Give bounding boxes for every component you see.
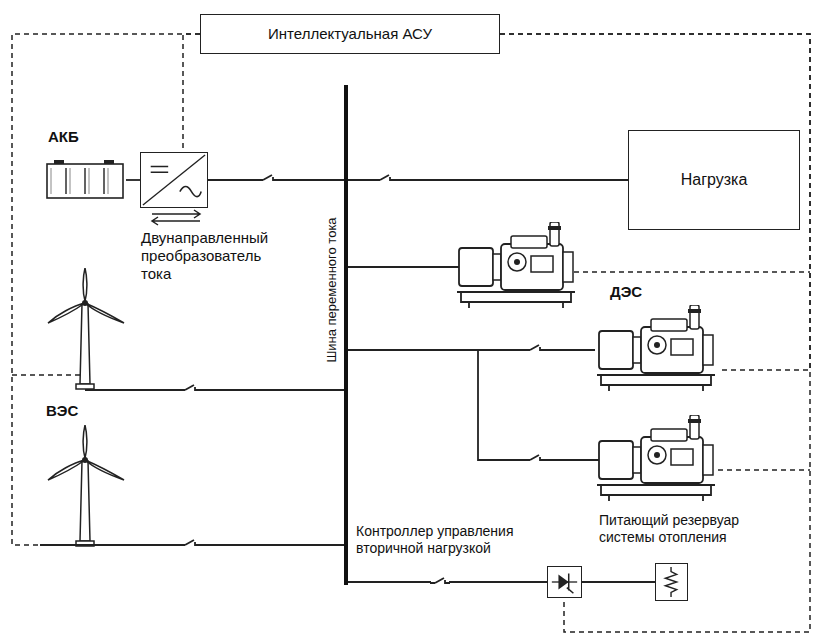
power-wire xyxy=(130,544,344,546)
node-label: ДЭС xyxy=(610,283,642,301)
node-label: ВЭС xyxy=(46,402,78,420)
control-line xyxy=(12,34,200,545)
wind-turbine-drawing xyxy=(40,425,130,550)
node-label: Шина переменного тока xyxy=(324,215,340,364)
converter-symbol xyxy=(141,153,207,207)
battery-symbol xyxy=(46,160,126,200)
node-label: Питающий резервуар системы отопления xyxy=(599,512,779,546)
control-system-box: Интеллектуальная АСУ xyxy=(200,14,500,54)
power-wire xyxy=(126,179,140,181)
load-box: Нагрузка xyxy=(628,130,800,230)
wind-turbine: ВЭС xyxy=(40,425,130,550)
node-label: Контроллер управления вторичной нагрузко… xyxy=(356,523,556,557)
node-label: Двунаправленный преобразователь тока xyxy=(141,229,291,283)
node-label: Нагрузка xyxy=(675,170,754,189)
control-line xyxy=(183,34,200,152)
power-wire xyxy=(582,581,655,583)
node-label: Интеллектуальная АСУ xyxy=(262,25,438,43)
diesel-genset: ДЭС xyxy=(595,305,720,395)
thyristor-symbol xyxy=(548,567,581,597)
bidirectional-arrow xyxy=(152,210,200,225)
control-line xyxy=(500,34,810,632)
heater-symbol xyxy=(656,564,687,600)
ac-bus: Шина переменного тока xyxy=(344,85,348,585)
power-wire xyxy=(348,349,595,351)
node-label: АКБ xyxy=(48,128,79,146)
diesel-genset-drawing xyxy=(595,305,720,395)
heating-reservoir: Питающий резервуар системы отопления xyxy=(655,563,688,601)
dump-load-controller: Контроллер управления вторичной нагрузко… xyxy=(547,566,582,598)
diesel-genset xyxy=(348,222,810,308)
converter: Двунаправленный преобразователь тока xyxy=(140,152,208,208)
battery: АКБ xyxy=(46,160,126,200)
wind-turbine xyxy=(12,268,344,390)
